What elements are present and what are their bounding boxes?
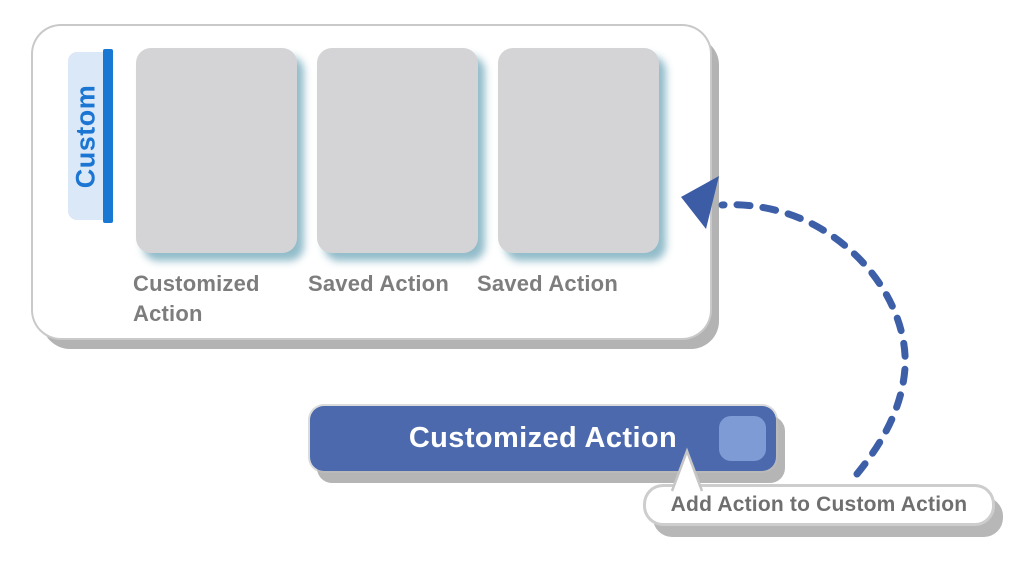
action-slot — [719, 416, 766, 461]
card-label: Saved Action — [308, 271, 449, 296]
tooltip-text: Add Action to Custom Action — [670, 493, 968, 516]
action-card — [317, 48, 478, 253]
action-card — [498, 48, 659, 253]
custom-panel: Custom Customized Action Saved Action Sa… — [33, 26, 710, 338]
customized-action-bar: Customized Action — [310, 406, 776, 471]
card-slot-customized-action: Customized Action — [133, 48, 297, 328]
card-label: Customized Action — [133, 271, 260, 326]
tooltip-callout: Add Action to Custom Action — [646, 487, 992, 523]
card-slot-saved-action-1: Saved Action — [308, 48, 478, 299]
card-slot-saved-action-2: Saved Action — [477, 48, 659, 299]
action-card — [136, 48, 297, 253]
card-label: Saved Action — [477, 271, 618, 296]
customized-action-bar-label: Customized Action — [408, 422, 678, 454]
custom-label: Custom — [70, 84, 101, 188]
custom-label-accent-bar — [103, 49, 113, 223]
